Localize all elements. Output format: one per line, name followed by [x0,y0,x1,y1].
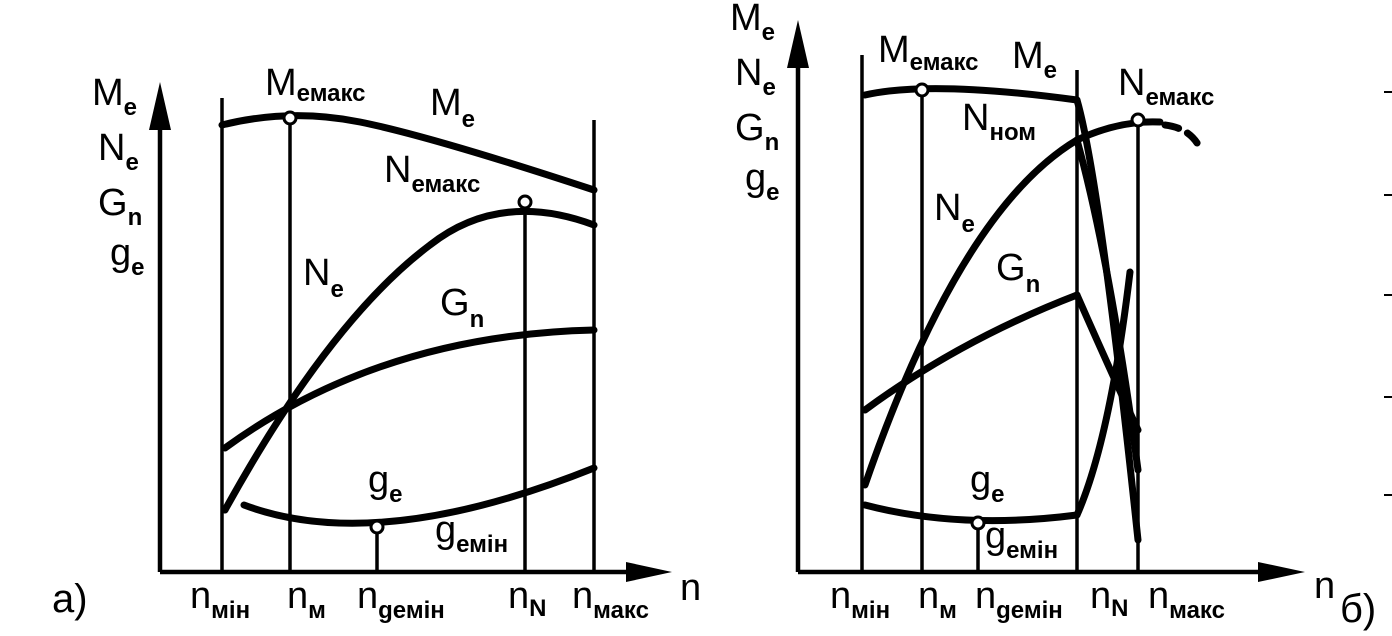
panel-b-me-curve [861,85,1081,104]
panel-b-label-memax: Mемакс [878,29,979,76]
panel-a-label-gn: Gn [440,282,484,333]
panel-b-edge-ticks [1384,91,1392,496]
panel-a-label-nemax: Nемакс [384,149,480,198]
panel-a-label-gemin: gемін [435,509,508,558]
panel-a-label-ne: Ne [303,252,344,303]
panel-a-nemax-point [517,194,533,210]
panel-b-label-nemax: Nемакс [1118,62,1214,111]
panel-a-xtick-nN: nN [508,575,546,622]
panel-a-gemin-point [369,519,385,535]
panel-a-tag: а) [52,577,88,621]
panel-b-x-arrow-icon [1258,562,1305,582]
panel-a-gn-curve [221,326,598,452]
panel-a: Me Ne Gn ge Mемакс Me Nемакс Ne Gn ge gе… [52,62,701,624]
panel-b-label-ge: ge [970,459,1005,508]
panel-a-xtick-nm: nм [287,575,326,624]
panel-a-ylabel-ne: Ne [98,127,139,176]
panel-b-ne-dashed-curve [1161,121,1204,152]
panel-b-gemin-point [970,515,986,531]
panel-b-label-nenom: Nном [962,97,1036,146]
panel-b-label-me: Me [1012,35,1057,84]
panel-a-y-arrow-icon [149,82,171,130]
panel-b-nemax-point [1130,112,1146,128]
panel-a-me-curve [218,112,598,194]
panel-a-ylabel-me: Me [92,72,137,121]
panel-b-label-gemin: gемін [985,515,1058,564]
panel-b-memax-point [914,82,930,98]
panel-b-ge-rise-curve [1073,268,1134,519]
panel-a-ylabel-gn: Gn [98,182,142,231]
panel-b-ylabel-me: Me [730,0,775,46]
panel-a-xtick-nmin: nмін [190,575,250,624]
panel-a-ylabel-ge: ge [110,232,145,281]
panel-b: Me Ne Gn ge Mемакс Me Nемакс Nном Ne Gn … [730,0,1392,631]
panel-a-memax-point [282,110,298,126]
panel-b-ylabel-ge: ge [745,157,780,206]
panel-b-ylabel-ne: Ne [735,52,776,101]
panel-b-tag: б) [1340,587,1376,631]
panel-b-gn-curve [861,291,1081,414]
panel-b-xtick-ngemin: ngемін [975,575,1063,624]
panel-b-ge-curve [861,501,1081,525]
panel-b-ylabel-gn: Gn [735,107,779,156]
panel-b-ne-continue-curve [1073,118,1164,144]
panel-b-xtick-nm: nм [918,575,957,624]
panel-b-label-gn: Gn [996,247,1040,298]
panel-b-y-arrow-icon [787,20,809,68]
panel-a-label-memax: Mемакс [265,62,366,107]
panel-b-xtick-nmax: nмакс [1148,575,1225,624]
panel-b-label-ne: Ne [934,187,975,238]
panel-a-ge-curve [240,464,598,527]
panel-b-xtick-nmin: nмін [830,575,890,624]
panel-b-gn-drop-curve [1073,291,1142,434]
panel-a-label-ge: ge [368,459,403,508]
panel-a-xaxis-label: n [680,567,701,609]
panel-b-xaxis-label: n [1314,565,1335,607]
panel-a-xtick-nmax: nмакс [572,575,649,624]
panel-b-ne-curve [861,136,1081,489]
panel-a-label-me: Me [430,82,475,133]
panel-b-xtick-nN: nN [1090,575,1128,622]
panel-a-x-arrow-icon [626,562,672,582]
panel-a-xtick-ngemin: ngемін [357,575,445,624]
